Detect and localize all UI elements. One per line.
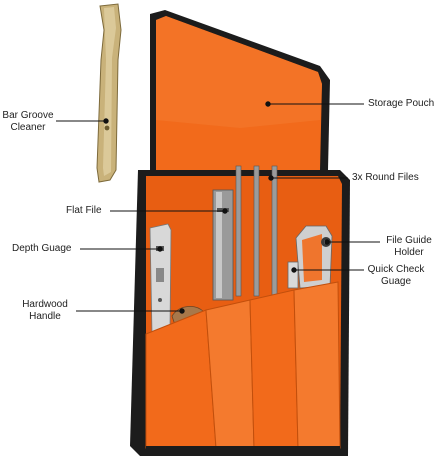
label-depth-guage: Depth Guage [12,243,72,254]
callout-lines [56,101,380,314]
label-file-guide-holder: File Guide Holder [386,235,432,258]
label-hardwood-handle: Hardwood Handle [22,299,68,322]
pouch-pockets [145,281,341,450]
label-round-files: 3x Round Files [352,172,419,183]
label-flat-file: Flat File [66,205,102,216]
file-guide-holder-tool [295,225,333,289]
bar-groove-cleaner-tool [96,3,122,183]
flat-file-tool [212,189,234,301]
round-files-tool [235,165,278,297]
label-quick-check-guage: Quick Check Guage [367,264,425,287]
quick-check-guage-tool [287,261,299,289]
label-bar-groove-cleaner: Bar Groove Cleaner [2,110,54,133]
label-storage-pouch: Storage Pouch [368,98,435,109]
depth-guage-tool [149,223,172,335]
